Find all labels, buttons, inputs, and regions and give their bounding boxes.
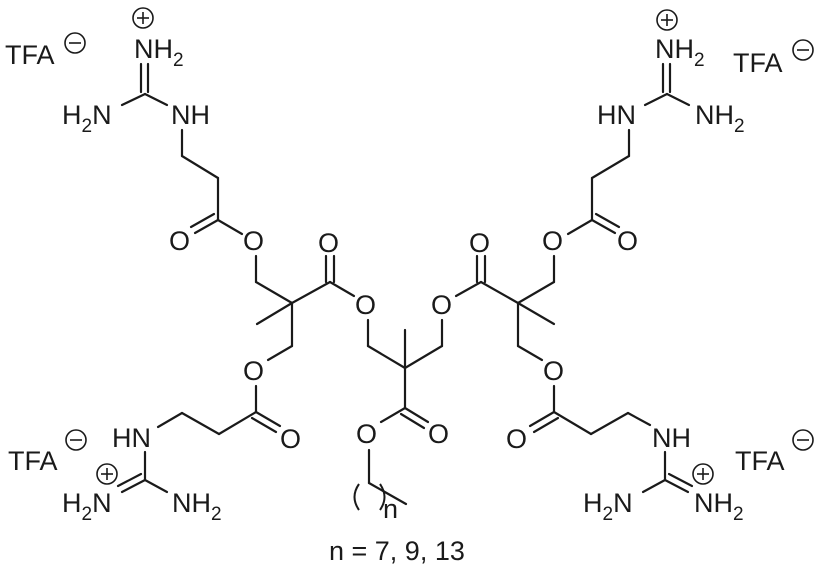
hn-label: HN [112, 423, 151, 453]
nh2-label: NH2 [172, 488, 222, 525]
tfa-label: TFA [5, 40, 55, 70]
carbonyl-oxygen: O [169, 226, 190, 256]
minus-charge-icon [64, 32, 86, 54]
left-branch-core: O O O [243, 228, 376, 386]
right-parenthesis [379, 483, 386, 511]
ester-oxygen: O [243, 226, 264, 256]
central-core: O O n [353, 318, 449, 524]
minus-charge-icon [65, 429, 87, 451]
h2n-label: H2N [583, 488, 633, 525]
right-branch-core: O O O O [431, 226, 564, 386]
carbonyl-oxygen: O [617, 226, 638, 256]
ester-oxygen: O [355, 290, 376, 320]
nh-label: NH [171, 100, 210, 130]
nh-label: NH [652, 423, 691, 453]
plus-charge-icon [692, 463, 714, 485]
ester-oxygen: O [431, 290, 452, 320]
nh2-label: NH2 [695, 100, 745, 137]
carbonyl-oxygen: O [469, 228, 490, 258]
carbonyl-oxygen: O [428, 419, 449, 449]
tfa-label: TFA [735, 446, 785, 476]
carbonyl-oxygen: O [506, 424, 527, 454]
plus-charge-icon [132, 7, 154, 29]
ester-oxygen: O [543, 356, 564, 386]
guanidinium-top-left: TFA NH2 H2N NH O O [5, 7, 264, 256]
plus-charge-icon [96, 463, 118, 485]
tfa-label: TFA [8, 446, 58, 476]
guanidinium-bottom-right: O NH H2N NH2 TFA [506, 384, 814, 525]
minus-charge-icon [792, 429, 814, 451]
nh2-plus-label: NH2 [694, 488, 744, 525]
minus-charge-icon [792, 39, 814, 61]
ester-oxygen: O [243, 356, 264, 386]
carbonyl-oxygen: O [318, 228, 339, 258]
repeat-n-label: n [383, 494, 398, 524]
nh2-plus-label: NH2 [655, 34, 705, 71]
tfa-label: TFA [733, 48, 783, 78]
ester-oxygen: O [356, 419, 377, 449]
ester-oxygen: O [542, 226, 563, 256]
h2n-label: H2N [62, 100, 112, 137]
h2n-plus-label: H2N [62, 488, 112, 525]
left-parenthesis [353, 483, 360, 511]
nh2-plus-label: NH2 [134, 34, 184, 71]
guanidinium-bottom-left: O HN H2N NH2 TFA [8, 384, 301, 525]
guanidinium-top-right: O HN NH2 NH2 TFA [566, 9, 814, 256]
plus-charge-icon [656, 9, 678, 31]
carbonyl-oxygen: O [280, 424, 301, 454]
figure-caption: n = 7, 9, 13 [329, 536, 465, 566]
hn-label: HN [597, 100, 636, 130]
